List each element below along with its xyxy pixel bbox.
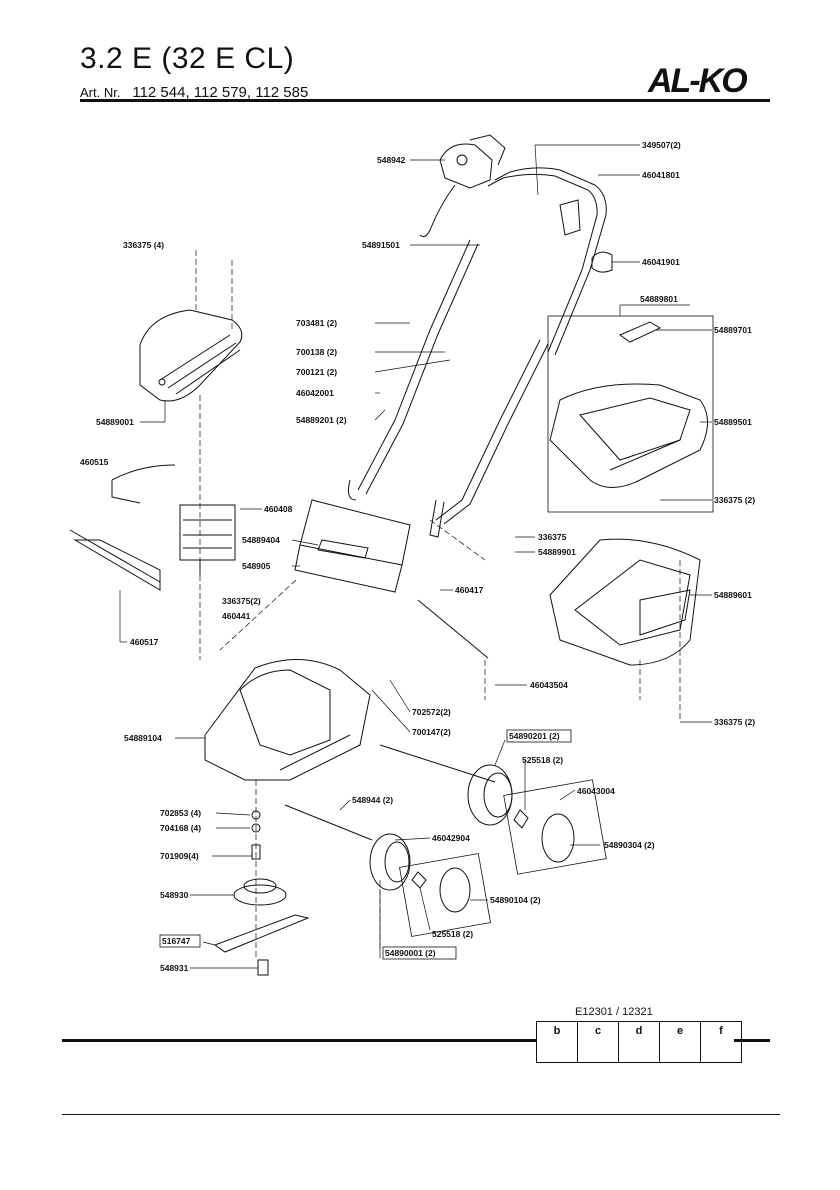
bottom-rule <box>62 1114 780 1115</box>
wheel-front-drawing <box>369 833 411 891</box>
part-label-460417: 460417 <box>455 585 484 595</box>
blade-bolt-drawing <box>257 959 269 976</box>
part-label-349507: 349507(2) <box>642 140 681 150</box>
drawing-code: E12301 / 12321 <box>575 1006 653 1018</box>
part-label-460408: 460408 <box>264 504 293 514</box>
rod-460417-drawing <box>417 599 489 659</box>
motor-drawing <box>179 504 236 575</box>
mower-deck-drawing <box>204 659 371 781</box>
part-label-46043504: 46043504 <box>530 680 568 690</box>
part-label-46042904: 46042904 <box>432 833 470 843</box>
brand-logo: AL-KO <box>648 62 748 100</box>
page-title: 3.2 E (32 E CL) <box>80 42 295 75</box>
motor-cover-drawing <box>139 309 243 402</box>
part-label-46042001: 46042001 <box>296 388 334 398</box>
part-label-701909: 701909(4) <box>160 851 199 861</box>
part-label-525518a: 525518 (2) <box>522 755 563 765</box>
part-label-700121: 700121 (2) <box>296 367 337 377</box>
part-label-336375-2a: 336375 (2) <box>714 495 755 505</box>
part-label-54889104: 54889104 <box>124 733 162 743</box>
part-label-54890201: 54890201 (2) <box>509 731 560 741</box>
cable-drawing <box>111 464 176 504</box>
part-label-54889404: 54889404 <box>242 535 280 545</box>
rod-548944-drawing <box>284 804 373 841</box>
revision-cell-b: b <box>536 1021 578 1063</box>
part-label-54891501: 54891501 <box>362 240 400 250</box>
blade-drawing <box>213 914 310 953</box>
article-number-list: 112 544, 112 579, 112 585 <box>132 84 309 101</box>
part-label-336375-4: 336375 (4) <box>123 240 164 250</box>
part-label-548905: 548905 <box>242 561 271 571</box>
part-label-460517: 460517 <box>130 637 159 647</box>
article-label: Art. Nr. <box>80 85 121 100</box>
cable-460517-drawing <box>69 529 161 591</box>
hubcap-rear-drawing <box>513 809 575 863</box>
part-label-548930: 548930 <box>160 890 189 900</box>
grass-bag-drawing <box>549 538 701 666</box>
part-label-336375-2c: 336375 (2) <box>714 717 755 727</box>
part-label-46043004: 46043004 <box>577 786 615 796</box>
part-label-54889801: 54889801 <box>640 294 678 304</box>
revision-cell-c: c <box>577 1021 619 1063</box>
footer-rule-right <box>734 1039 770 1042</box>
part-label-702572: 702572(2) <box>412 707 451 717</box>
washer-704168-drawing <box>251 823 261 833</box>
upper-handle-drawing <box>348 167 607 538</box>
part-label-548944: 548944 (2) <box>352 795 393 805</box>
part-label-54889701: 54889701 <box>714 325 752 335</box>
part-label-54890304: 54890304 (2) <box>604 840 655 850</box>
panel-drawing <box>294 499 411 593</box>
part-label-516747: 516747 <box>162 936 191 946</box>
revision-table: b c d e f <box>536 1021 742 1063</box>
part-label-703481: 703481 (2) <box>296 318 337 328</box>
part-label-700138: 700138 (2) <box>296 347 337 357</box>
part-label-336375: 336375 <box>538 532 567 542</box>
grass-box-frame-drawing <box>549 321 708 488</box>
part-label-46041901: 46041901 <box>642 257 680 267</box>
part-label-336375-2b: 336375(2) <box>222 596 261 606</box>
cable-clip-drawing <box>559 199 581 236</box>
part-label-460515: 460515 <box>80 457 109 467</box>
part-label-54889201: 54889201 (2) <box>296 415 347 425</box>
revision-cell-e: e <box>659 1021 701 1063</box>
rod-700147-drawing <box>379 744 496 783</box>
part-label-54890104: 54890104 (2) <box>490 895 541 905</box>
part-label-54889901: 54889901 <box>538 547 576 557</box>
part-label-702853: 702853 (4) <box>160 808 201 818</box>
revision-cell-f: f <box>700 1021 742 1063</box>
header-rule <box>80 99 770 102</box>
part-label-704168: 704168 (4) <box>160 823 201 833</box>
part-label-460441: 460441 <box>222 611 251 621</box>
footer-rule-left <box>62 1039 536 1042</box>
part-label-46041801: 46041801 <box>642 170 680 180</box>
wheel-rear-drawing <box>467 764 513 826</box>
part-label-525518b: 525518 (2) <box>432 929 473 939</box>
part-label-54889001: 54889001 <box>96 417 134 427</box>
revision-cell-d: d <box>618 1021 660 1063</box>
knob-46041901-drawing <box>591 251 613 273</box>
switch-box-drawing <box>419 134 506 238</box>
part-label-548931: 548931 <box>160 963 189 973</box>
part-label-700147: 700147(2) <box>412 727 451 737</box>
part-label-54889501: 54889501 <box>714 417 752 427</box>
part-label-54889601: 54889601 <box>714 590 752 600</box>
fan-drawing <box>233 878 287 906</box>
part-label-548942: 548942 <box>377 155 406 165</box>
part-label-54890001: 54890001 (2) <box>385 948 436 958</box>
article-numbers: Art. Nr. 112 544, 112 579, 112 585 <box>80 84 308 101</box>
